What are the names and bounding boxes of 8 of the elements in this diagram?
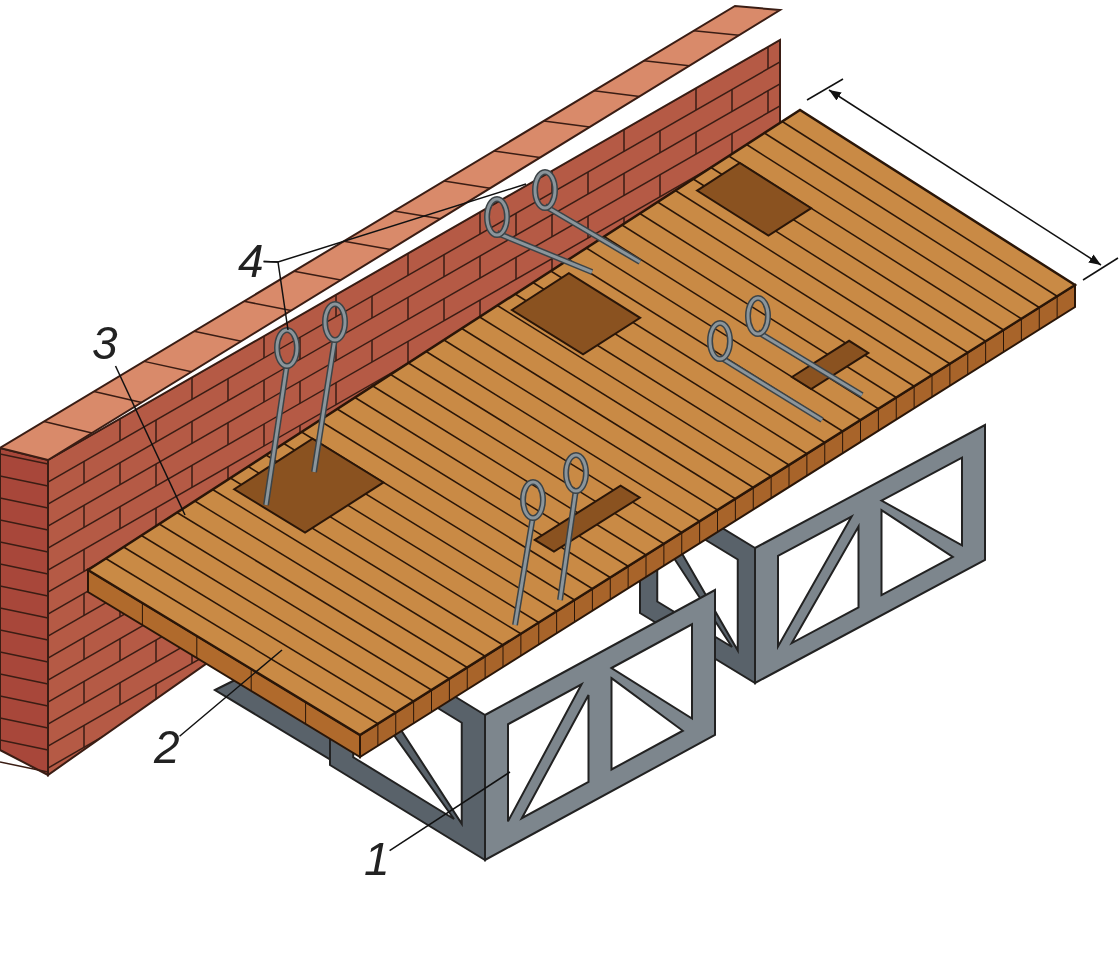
callout-number: 2 [154,724,180,770]
callout-number: 3 [92,320,118,366]
callout-number: 1 [364,836,390,882]
leader-line [388,771,511,852]
leader-line [262,183,527,263]
leader-line [178,649,283,737]
callout-number: 4 [238,238,264,284]
leader-line [114,365,186,516]
